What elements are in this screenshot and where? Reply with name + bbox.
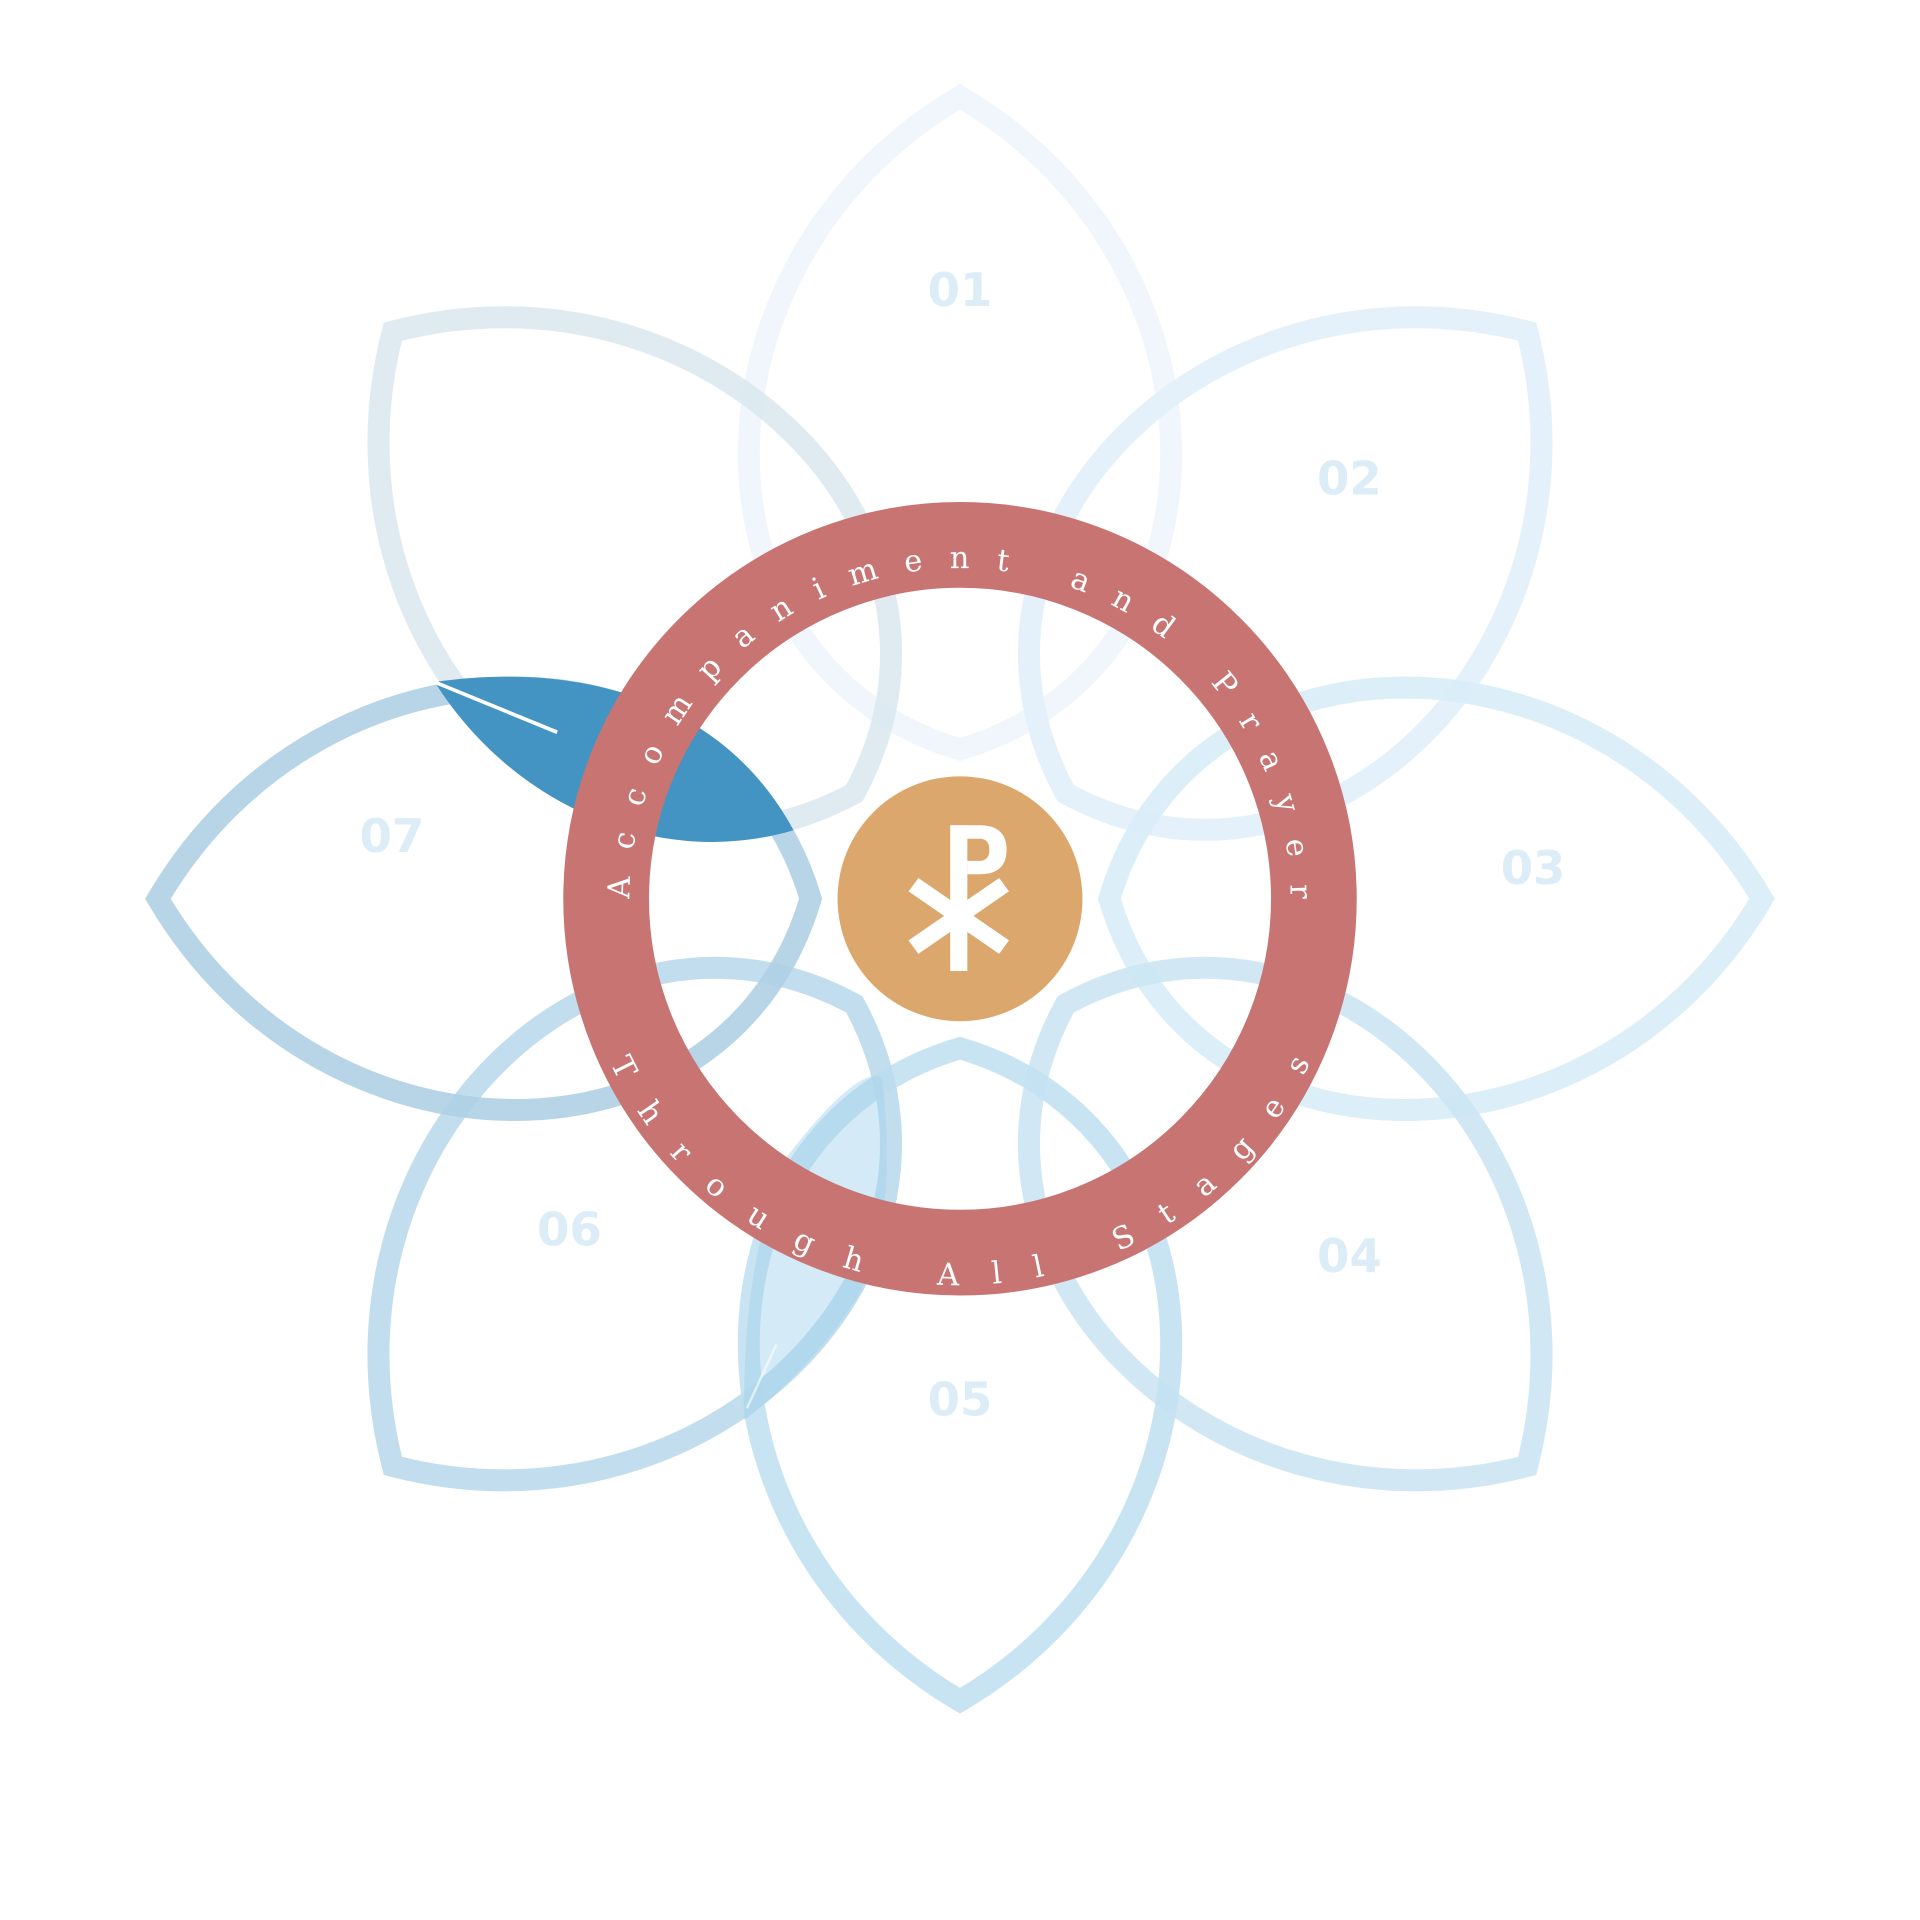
petal-label-06: 06 [537,1202,602,1256]
petal-label-03: 03 [1501,841,1566,895]
petal-03[interactable] [1097,676,1775,1121]
petal-01[interactable] [737,83,1183,761]
petal-label-07: 07 [359,809,424,863]
petal-label-01: 01 [928,263,993,317]
petal-label-04: 04 [1317,1229,1382,1283]
petal-05-mark [745,1343,778,1409]
chi-rho-icon [908,825,1009,972]
ring [563,502,1357,1296]
petal-label-05: 05 [928,1373,993,1427]
petal-labels: 01 02 03 04 05 06 07 [359,263,1565,1426]
petal-label-02: 02 [1317,452,1382,506]
highlighted-petal-line [433,680,558,734]
